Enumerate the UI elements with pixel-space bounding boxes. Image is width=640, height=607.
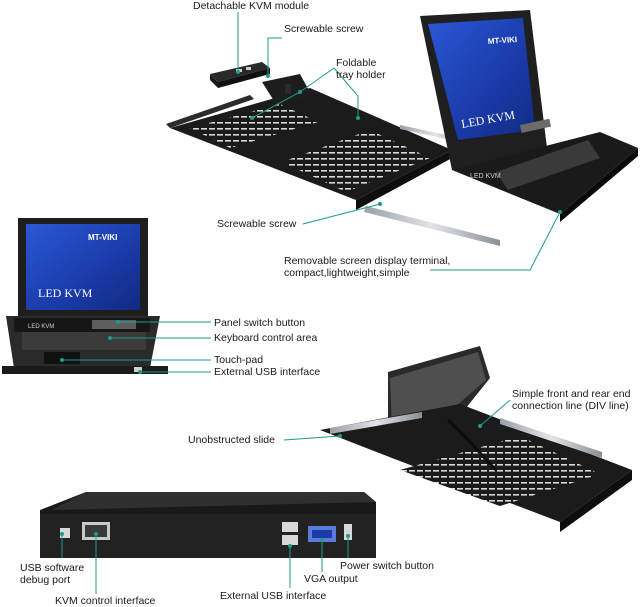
- label-external-usb-interface-mid: External USB interface: [214, 366, 321, 378]
- label-panel-switch-button: Panel switch button: [214, 317, 306, 329]
- label-removable-screen-2: compact,lightweight,simple: [284, 267, 410, 279]
- label-unobstructed-slide: Unobstructed slide: [188, 434, 275, 446]
- label-vga-output: VGA output: [304, 573, 358, 585]
- tray-rail-left: [166, 95, 254, 128]
- kvm-control-box: [40, 492, 376, 558]
- label-simple-front-rear-2: connection line (DIV line): [512, 400, 629, 412]
- removable-screen-terminal: MT-VIKI LED KVM LED KVM: [420, 10, 638, 222]
- label-simple-front-rear-1: Simple front and rear end: [512, 388, 631, 400]
- label-power-switch-button: Power switch button: [340, 560, 434, 572]
- bezel-text-top: LED KVM: [470, 173, 501, 180]
- label-screwable-screw-top: Screwable screw: [284, 23, 364, 35]
- label-screwable-screw-mid: Screwable screw: [217, 218, 297, 230]
- opened-slide-unit: [320, 346, 632, 532]
- callout-lines: [60, 12, 562, 594]
- label-touch-pad: Touch-pad: [214, 354, 264, 366]
- label-usb-debug-2: debug port: [20, 574, 71, 586]
- screen-brand-front: MT-VIKI: [88, 233, 117, 242]
- label-foldable-1: Foldable: [336, 57, 377, 69]
- label-detachable-kvm-module: Detachable KVM module: [193, 0, 310, 12]
- label-external-usb-interface-bottom: External USB interface: [220, 590, 327, 602]
- screen-title-front: LED KVM: [38, 286, 93, 300]
- label-removable-screen-1: Removable screen display terminal,: [284, 255, 451, 267]
- kvm-module-detached: [210, 62, 270, 88]
- front-kvm-unit: MT-VIKI LED KVM LED KVM: [2, 218, 168, 374]
- screen-brand-top: MT-VIKI: [488, 35, 518, 46]
- label-foldable-2: tray holder: [336, 69, 386, 81]
- label-kvm-control-interface: KVM control interface: [55, 595, 156, 607]
- bezel-text-front: LED KVM: [28, 324, 54, 330]
- sliding-tray-top: [170, 74, 452, 210]
- label-keyboard-control-area: Keyboard control area: [214, 332, 318, 344]
- label-usb-debug-1: USB software: [20, 562, 85, 574]
